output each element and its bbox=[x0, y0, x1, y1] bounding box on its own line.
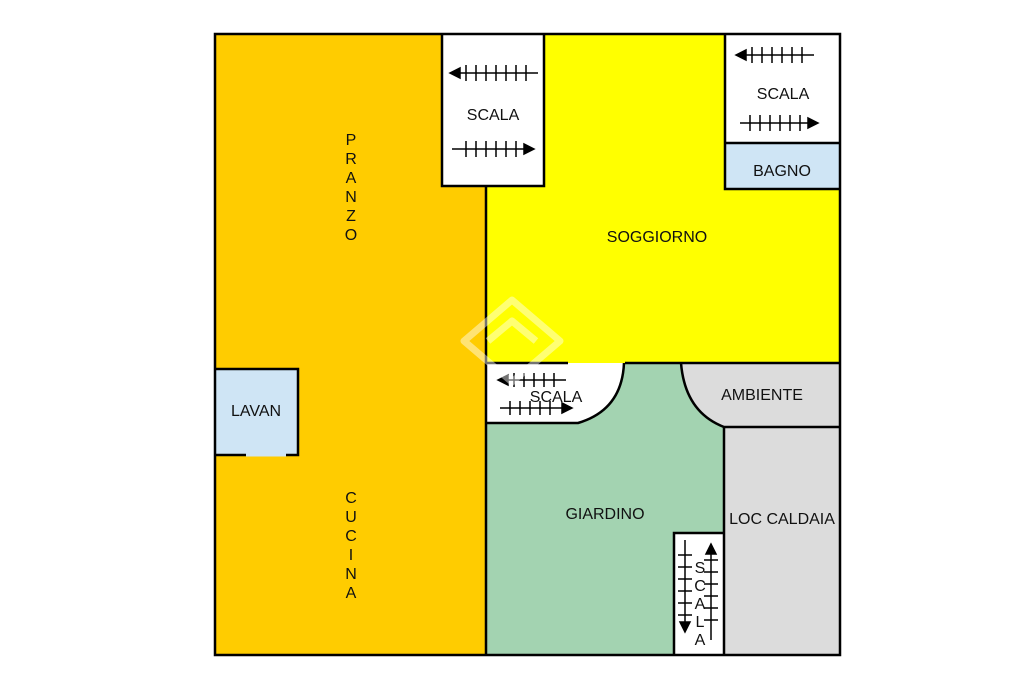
room-giardino bbox=[486, 363, 724, 655]
stair-top bbox=[442, 34, 544, 186]
room-lavan bbox=[215, 369, 298, 455]
label-bagno: BAGNO bbox=[753, 163, 811, 180]
label-soggiorno: SOGGIORNO bbox=[607, 229, 707, 246]
room-loc-caldaia bbox=[724, 427, 840, 655]
label-ambiente: AMBIENTE bbox=[721, 387, 803, 404]
label-loc-caldaia: LOC CALDAIA bbox=[729, 511, 835, 528]
room-bagno bbox=[725, 143, 840, 189]
label-lavan: LAVAN bbox=[231, 403, 281, 420]
label-scala-right: SCALA bbox=[757, 86, 810, 103]
stair-arrows-bottom bbox=[678, 540, 718, 640]
label-scala-mid: SCALA bbox=[530, 389, 583, 406]
stair-arrows-top bbox=[448, 65, 538, 157]
label-scala-top: SCALA bbox=[467, 107, 520, 124]
walls bbox=[213, 32, 842, 657]
label-pranzo: PRANZO bbox=[343, 132, 360, 246]
stair-arrows-mid bbox=[496, 373, 574, 415]
label-scala-bottom: SCALA bbox=[692, 560, 709, 650]
watermark-logo bbox=[460, 296, 564, 386]
label-cucina: CUCINA bbox=[343, 490, 360, 604]
stair-arrows-right bbox=[734, 47, 820, 131]
room-ambiente bbox=[681, 363, 840, 427]
label-giardino: GIARDINO bbox=[565, 506, 644, 523]
